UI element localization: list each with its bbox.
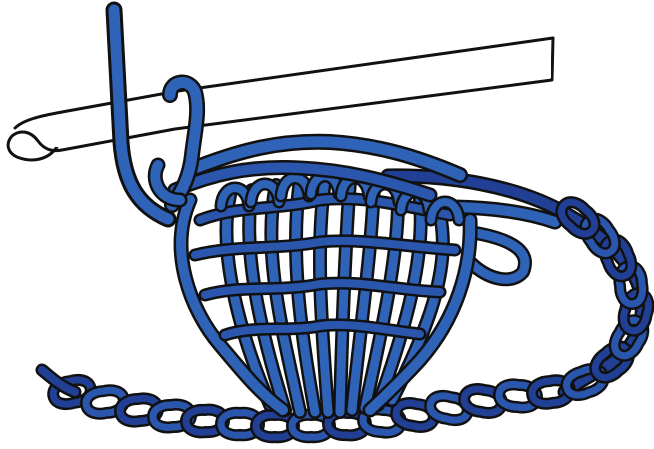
- crochet-illustration: [0, 0, 654, 449]
- illustration-canvas: [0, 0, 654, 449]
